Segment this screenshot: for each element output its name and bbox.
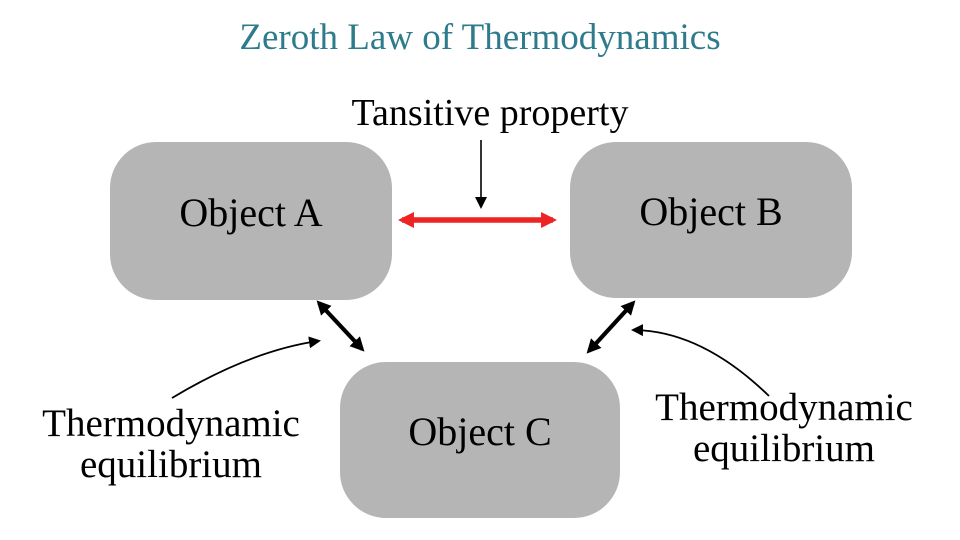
equilibrium-label-right: Thermodynamic equilibrium bbox=[655, 386, 913, 470]
object-c-box: Object C bbox=[340, 362, 620, 518]
object-a-box: Object A bbox=[110, 142, 392, 300]
ac-double-arrow bbox=[316, 300, 365, 352]
equilibrium-label-left: Thermodynamic equilibrium bbox=[42, 402, 300, 486]
transitive-property-label: Tansitive property bbox=[351, 92, 629, 134]
object-b-box: Object B bbox=[570, 142, 852, 298]
bc-double-arrow bbox=[586, 300, 636, 354]
page-title: Zeroth Law of Thermodynamics bbox=[239, 17, 721, 58]
object-c-label: Object C bbox=[408, 409, 552, 454]
object-b-label: Object B bbox=[639, 189, 783, 234]
equilibrium-left-curved-arrow bbox=[171, 336, 321, 399]
object-a-label: Object A bbox=[179, 190, 323, 235]
